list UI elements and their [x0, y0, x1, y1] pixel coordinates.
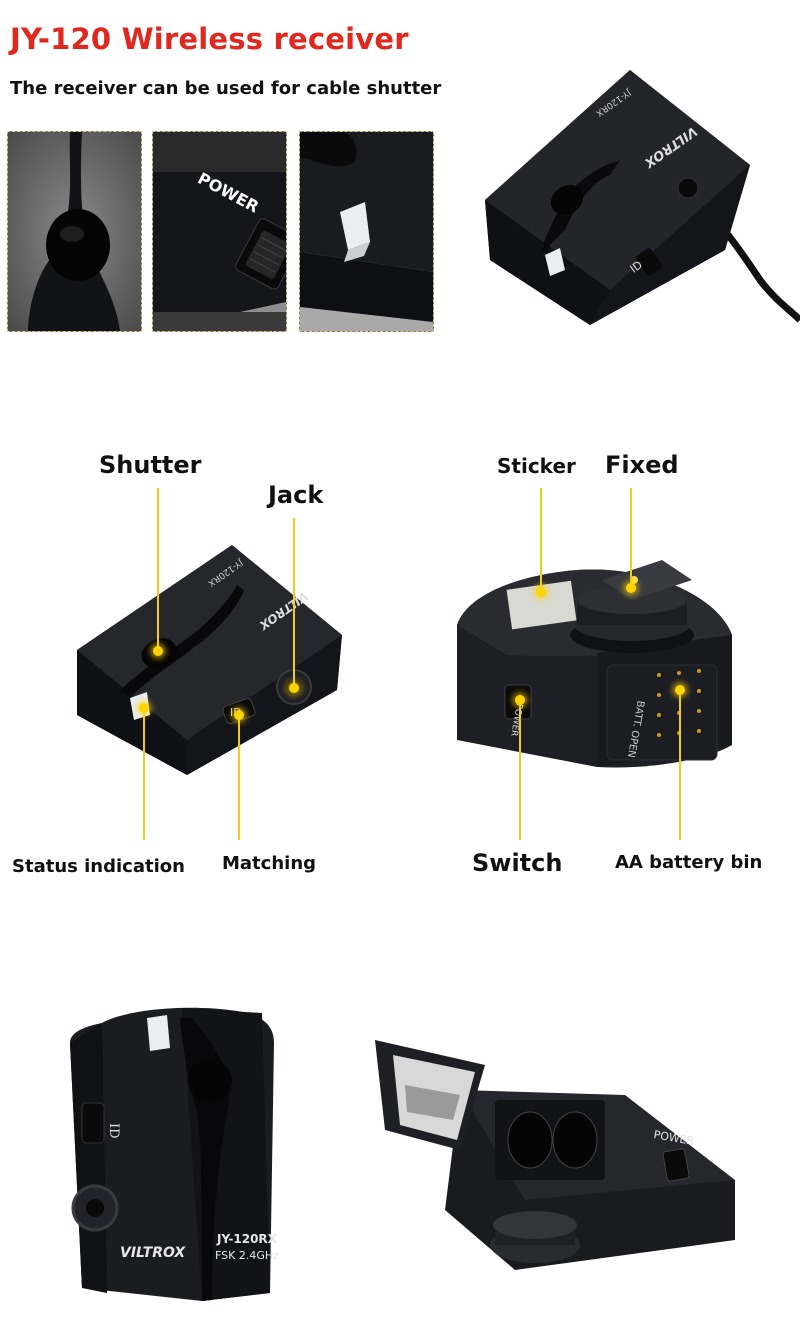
label-jack: Jack [268, 481, 324, 509]
callout-line-jack [293, 518, 295, 688]
receiver-with-cable-photo: ID VILTROX JY-120RX [470, 70, 800, 340]
label-matching: Matching [222, 853, 317, 874]
page-subtitle: The receiver can be used for cable shutt… [10, 78, 442, 99]
callout-dot-matching [234, 710, 244, 720]
callout-dot-shutter [153, 646, 163, 656]
callout-line-sticker [540, 488, 542, 592]
receiver-bottom-photo: BATT. OPEN POWER [447, 555, 737, 775]
receiver-battery-open-photo: POWER [365, 1030, 745, 1280]
label-shutter: Shutter [99, 451, 202, 479]
callout-line-fixed [630, 488, 632, 588]
label-sticker: Sticker [497, 454, 576, 478]
callout-dot-fixed [626, 583, 636, 593]
callout-line-matching [238, 715, 240, 840]
callout-line-shutter [157, 488, 159, 651]
page-title: JY-120 Wireless receiver [10, 22, 409, 56]
upright-frequency-text: FSK 2.4GHz [215, 1249, 279, 1262]
callout-dot-jack [289, 683, 299, 693]
callout-line-battery [679, 690, 681, 840]
label-fixed: Fixed [605, 451, 679, 479]
callout-dot-switch [515, 695, 525, 705]
label-aa-battery-bin: AA battery bin [615, 852, 763, 873]
label-status-indication: Status indication [12, 856, 185, 877]
closeup-power-switch: POWER [152, 131, 287, 332]
closeup-status-led [299, 131, 434, 332]
callout-line-switch [519, 700, 521, 840]
receiver-front-photo: ID VILTROX JY-120RX [72, 540, 347, 780]
closeup-shutter-button [7, 131, 142, 332]
callout-dot-sticker [536, 587, 546, 597]
callout-line-status [143, 708, 145, 840]
upright-model-text: JY-120RX [216, 1232, 278, 1246]
upright-id-text: ID [106, 1123, 121, 1139]
upright-brand-text: VILTROX [120, 1245, 186, 1261]
label-switch: Switch [472, 849, 563, 877]
receiver-upright-photo: ID VILTROX JY-120RX FSK 2.4GHz [62, 1003, 284, 1303]
callout-dot-battery [675, 685, 685, 695]
callout-dot-status [139, 703, 149, 713]
